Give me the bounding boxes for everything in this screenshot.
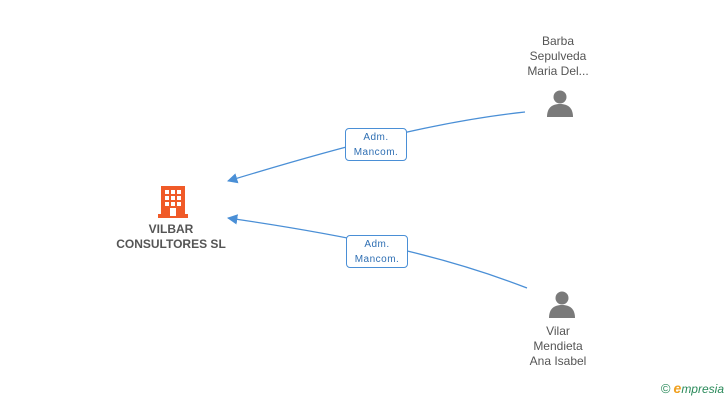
person-name-line2: Sepulveda: [529, 49, 587, 63]
edge-label-role[interactable]: Adm. Mancom.: [345, 128, 407, 161]
company-name-line2: CONSULTORES SL: [116, 237, 226, 251]
edge-label-role[interactable]: Adm. Mancom.: [346, 235, 408, 268]
person-name-line3: Ana Isabel: [529, 354, 587, 368]
person-name-line1: Vilar: [546, 324, 570, 338]
edge-label-line1: Adm.: [364, 239, 390, 250]
person-icon[interactable]: [548, 290, 576, 323]
edge-vilar-to-company: [226, 214, 528, 289]
brand-initial: e: [673, 380, 682, 396]
copyright-symbol: ©: [660, 381, 671, 396]
building-icon[interactable]: [158, 184, 188, 223]
edge-label-line1: Adm.: [363, 132, 389, 143]
person-name-vilar[interactable]: Vilar Mendieta Ana Isabel: [508, 324, 608, 369]
person-name-line2: Mendieta: [533, 339, 583, 353]
person-icon[interactable]: [546, 89, 574, 122]
person-name-line1: Barba: [541, 34, 575, 48]
brand-name: mpresia: [681, 382, 724, 396]
edge-label-line2: Mancom.: [353, 147, 399, 158]
company-name[interactable]: VILBAR CONSULTORES SL: [96, 222, 246, 252]
person-name-barba[interactable]: Barba Sepulveda Maria Del...: [508, 34, 608, 79]
person-name-line3: Maria Del...: [527, 64, 589, 78]
edge-label-line2: Mancom.: [354, 254, 400, 265]
empresia-logo: ©empresia: [661, 380, 724, 396]
company-name-line1: VILBAR: [148, 222, 194, 236]
